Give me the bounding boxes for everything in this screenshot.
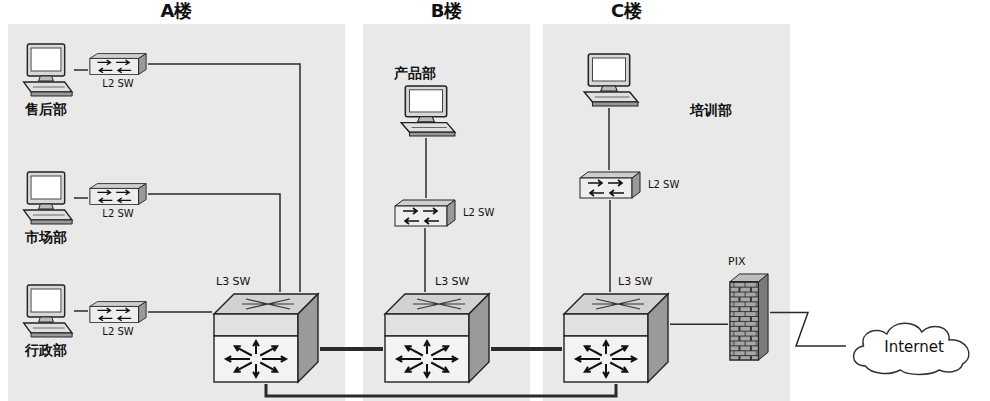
l2-switch: L2 SW	[88, 52, 148, 76]
l3-switch-icon	[562, 292, 670, 384]
pc-terminal: 行政部	[18, 283, 74, 339]
department-label: 行政部	[25, 342, 67, 358]
l2-switch-icon	[88, 52, 148, 76]
device-label: L3 SW	[435, 276, 469, 289]
device-label: Internet	[884, 339, 944, 356]
l3-switch: L3 SW	[562, 292, 670, 384]
network-link	[148, 64, 300, 292]
building-heading: A楼	[161, 1, 193, 22]
pc-terminal-icon	[18, 170, 74, 226]
department-label: 市场部	[25, 229, 67, 245]
l3-switch-icon	[383, 292, 491, 384]
network-link	[424, 228, 426, 292]
l2-switch: L2 SW	[88, 300, 148, 324]
pc-terminal: 售后部	[18, 42, 74, 98]
l2-switch: L2 SW	[578, 170, 642, 200]
department-label: 产品部	[394, 65, 436, 81]
network-link	[491, 347, 562, 351]
device-label: L2 SW	[648, 179, 679, 191]
building-panel: B楼产品部L2 SWL3 SW	[363, 24, 530, 401]
device-label: L3 SW	[618, 276, 652, 289]
network-link	[608, 108, 610, 170]
building-panel: C楼培训部L2 SWL3 SWPIX	[543, 24, 790, 401]
firewall: PIX	[728, 272, 770, 362]
device-label: L2 SW	[102, 78, 133, 90]
internet-cloud: Internet	[846, 316, 982, 376]
department-label: 培训部	[690, 102, 732, 118]
l2-switch-icon	[88, 300, 148, 324]
pc-terminal: 市场部	[18, 170, 74, 226]
network-link	[74, 310, 88, 312]
network-link	[609, 200, 611, 292]
pc-terminal: 产品部	[395, 84, 457, 138]
l3-switch-icon	[212, 292, 320, 384]
device-label: L2 SW	[102, 326, 133, 338]
l2-switch-icon	[578, 170, 642, 200]
device-label: L2 SW	[463, 207, 494, 219]
l2-switch-icon	[88, 182, 148, 206]
wan-link	[770, 313, 846, 347]
device-label: L2 SW	[102, 208, 133, 220]
pc-terminal-icon	[18, 42, 74, 98]
device-label: L3 SW	[216, 276, 250, 289]
network-link	[670, 323, 728, 325]
l2-switch: L2 SW	[393, 198, 457, 228]
l3-switch: L3 SW	[212, 292, 320, 384]
pc-terminal-icon	[578, 52, 640, 108]
department-label: 售后部	[25, 101, 67, 117]
network-link	[320, 347, 383, 351]
network-link	[425, 138, 427, 198]
l2-switch-icon	[393, 198, 457, 228]
network-link	[74, 69, 88, 71]
pc-terminal-icon	[18, 283, 74, 339]
firewall-icon	[728, 272, 770, 362]
building-panel: A楼售后部L2 SW市场部L2 SW行政部L2 SWL3 SW	[8, 24, 345, 401]
pc-terminal: 培训部	[578, 52, 640, 108]
building-heading: C楼	[611, 1, 642, 22]
l3-switch: L3 SW	[383, 292, 491, 384]
network-link	[266, 384, 616, 396]
building-heading: B楼	[431, 1, 463, 22]
network-link	[148, 194, 280, 292]
l2-switch: L2 SW	[88, 182, 148, 206]
pc-terminal-icon	[395, 84, 457, 138]
network-link	[148, 311, 212, 313]
device-label: PIX	[728, 256, 745, 269]
network-link	[74, 197, 88, 199]
